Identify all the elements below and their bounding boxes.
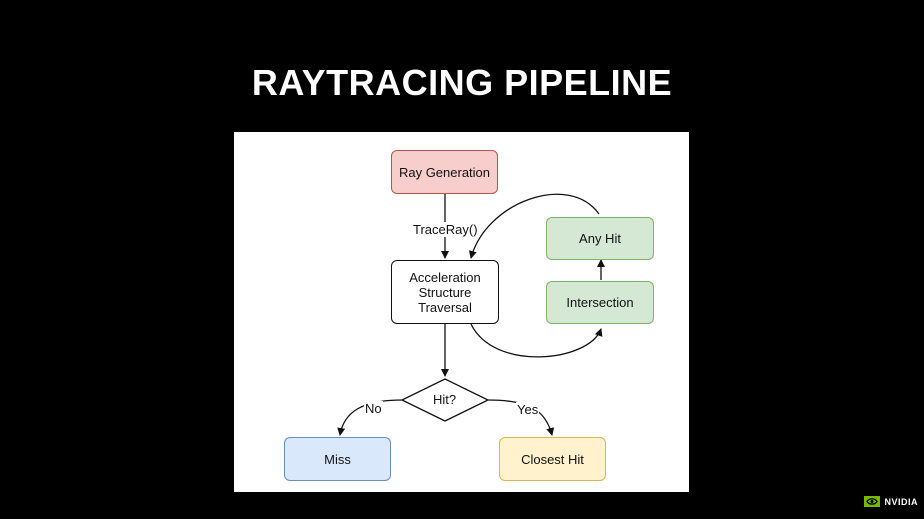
pipeline-diagram: Ray Generation TraceRay() Acceleration S…: [234, 132, 689, 492]
slide-title: RAYTRACING PIPELINE: [251, 62, 673, 103]
ray-generation-label: Ray Generation: [398, 164, 491, 180]
acceleration-structure-node: Acceleration Structure Traversal: [391, 260, 499, 324]
nvidia-logo: NVIDIA: [864, 496, 918, 507]
hit-decision-diamond: [400, 378, 490, 422]
acceleration-structure-label: Acceleration Structure Traversal: [409, 269, 481, 315]
nvidia-eye-icon: [864, 496, 881, 507]
nvidia-logo-text: NVIDIA: [884, 496, 918, 507]
miss-node: Miss: [284, 437, 391, 481]
closest-hit-label: Closest Hit: [521, 451, 584, 467]
diagram-arrows: [337, 193, 605, 436]
miss-label: Miss: [324, 451, 351, 467]
arrow-anyhit-to-accel: [468, 193, 600, 259]
any-hit-label: Any Hit: [579, 231, 621, 246]
no-label: No: [364, 401, 383, 416]
ray-generation-node: Ray Generation: [391, 150, 498, 194]
any-hit-node: Any Hit: [546, 217, 654, 260]
trace-ray-label: TraceRay(): [411, 222, 480, 237]
hit-decision-label: Hit?: [433, 392, 457, 407]
arrow-hit-to-miss: [337, 399, 403, 436]
intersection-label: Intersection: [566, 295, 634, 310]
closest-hit-node: Closest Hit: [499, 437, 606, 481]
yes-label: Yes: [516, 402, 540, 417]
arrow-accel-to-intersection: [470, 323, 603, 358]
intersection-node: Intersection: [546, 281, 654, 324]
